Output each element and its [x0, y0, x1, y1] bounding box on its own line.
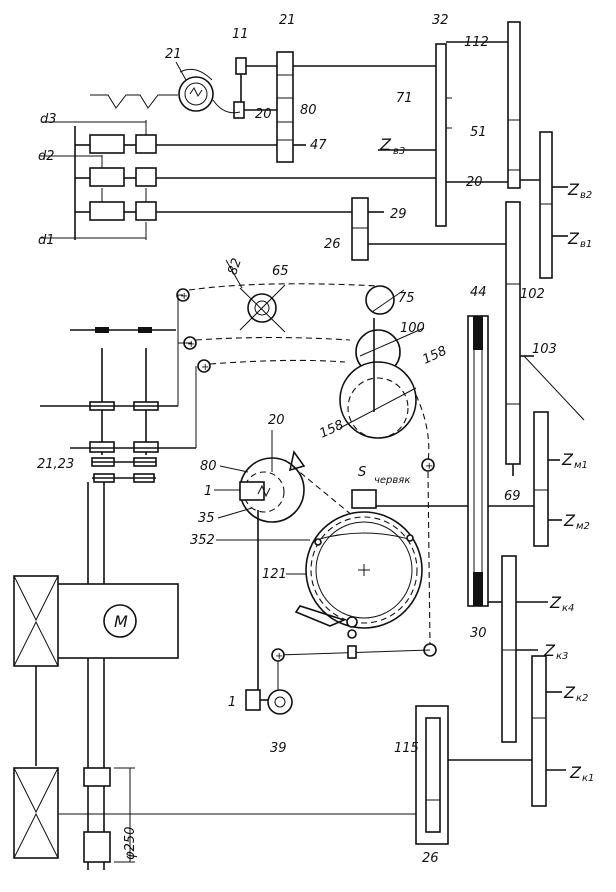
label-100: 100 [400, 321, 425, 336]
label-21-23: 21,23 [37, 457, 74, 472]
label-zb2: Z [567, 180, 580, 199]
gear-29-26 [351, 197, 369, 261]
svg-text:+: + [187, 339, 195, 350]
label-d3: d3 [40, 112, 57, 127]
label-115: 115 [394, 741, 419, 756]
svg-text:+: + [275, 651, 283, 662]
label-158a: 158 [420, 344, 449, 368]
label-44: 44 [470, 285, 487, 300]
gear-1-bottom [245, 689, 261, 711]
label-zk2: Z [563, 683, 576, 702]
label-1-bottom: 1 [228, 695, 236, 710]
label-158b: 158 [317, 418, 346, 442]
label-zk4: Z [549, 593, 562, 612]
pulley-75 [365, 285, 395, 315]
label-zm1: Z [561, 450, 574, 469]
bottom-gear-1-39: 1 39 [228, 689, 293, 756]
pulley-158 [339, 361, 417, 439]
label-d1: d1 [38, 233, 55, 248]
label-121: 121 [262, 567, 287, 582]
gear-zk2-zk1 [531, 655, 547, 807]
label-1-cam: 1 [204, 484, 212, 499]
label-21-top: 21 [279, 13, 296, 28]
label-71: 71 [396, 91, 413, 106]
svg-text:+: + [201, 362, 209, 373]
label-phi250: φ250 [123, 827, 138, 860]
label-69: 69 [504, 489, 521, 504]
label-75: 75 [398, 291, 415, 306]
label-20-right: 20 [466, 175, 483, 190]
label-11: 11 [232, 27, 249, 42]
label-zb3-sub: в3 [393, 146, 405, 157]
label-zk1: Z [569, 763, 582, 782]
gear-stack-32-71-zb3 [435, 43, 447, 227]
worm-wheel-21 [178, 76, 214, 112]
label-worm-text: червяк [374, 475, 410, 486]
bottom-gear-115-26: 115 26 [394, 705, 449, 866]
shaft-44-30 [467, 315, 489, 607]
label-zk1-sub: к1 [582, 773, 594, 784]
svg-text:+: + [425, 461, 433, 472]
label-zb1-sub: в1 [580, 239, 592, 250]
label-zk2-sub: к2 [576, 693, 588, 704]
label-39: 39 [270, 741, 287, 756]
gear-zm1-zm2 [533, 411, 549, 547]
label-352: 352 [190, 533, 215, 548]
worm [351, 489, 377, 509]
top-gear-train: 11 21 80 47 20 21 32 71 Z в3 112 51 20 [90, 13, 592, 279]
label-20-worm: 20 [255, 107, 272, 122]
label-d2: d2 [38, 149, 55, 164]
label-motor: M [114, 612, 128, 631]
gear-stack-112-51-20 [507, 21, 521, 189]
label-zm2-sub: м2 [576, 521, 590, 532]
draft-rollers: d3 d2 d1 [38, 112, 436, 248]
label-zm1-sub: м1 [574, 460, 588, 471]
pulley-system: + + + 82 65 75 100 158 158 + + [176, 256, 449, 690]
gear-stack-102-103-69 [505, 201, 521, 465]
label-51: 51 [470, 125, 487, 140]
label-zb3: Z [379, 135, 392, 154]
label-47: 47 [310, 138, 327, 153]
label-103: 103 [532, 342, 557, 357]
cam-mechanism: 20 80 1 35 352 S червяк 121 [190, 413, 534, 690]
label-zk3-sub: к3 [556, 651, 568, 662]
label-32: 32 [432, 13, 449, 28]
label-80: 80 [300, 103, 317, 118]
label-30: 30 [470, 626, 487, 641]
gear-20-worm [233, 101, 245, 119]
svg-text:+: + [180, 291, 188, 302]
label-21-worm: 21 [165, 47, 182, 62]
label-35: 35 [198, 511, 215, 526]
label-102: 102 [520, 287, 545, 302]
label-zm2: Z [563, 511, 576, 530]
right-middle-gear-train: 44 30 102 103 69 Z м1 Z м2 Z к4 Z к3 [440, 201, 594, 807]
gear-11 [235, 57, 247, 75]
label-zb2-sub: в2 [580, 190, 592, 201]
label-zk4-sub: к4 [562, 603, 574, 614]
label-65: 65 [272, 264, 289, 279]
label-29: 29 [390, 207, 407, 222]
label-80-cam: 80 [200, 459, 217, 474]
label-zb1: Z [567, 229, 580, 248]
label-82: 82 [225, 256, 245, 277]
label-20-cam: 20 [268, 413, 285, 428]
motor [103, 604, 137, 638]
gear-stack-21-80-47 [276, 51, 294, 163]
label-worm-s: S [358, 465, 366, 480]
gear-39 [267, 689, 293, 715]
gear-zk4-zk3 [501, 555, 517, 743]
label-112: 112 [464, 35, 489, 50]
gear-zb2-zb1 [539, 131, 553, 279]
label-26-bottom: 26 [422, 851, 439, 866]
label-26-mid: 26 [324, 237, 341, 252]
spindle-assembly: 21,23 M φ250 [13, 294, 420, 870]
